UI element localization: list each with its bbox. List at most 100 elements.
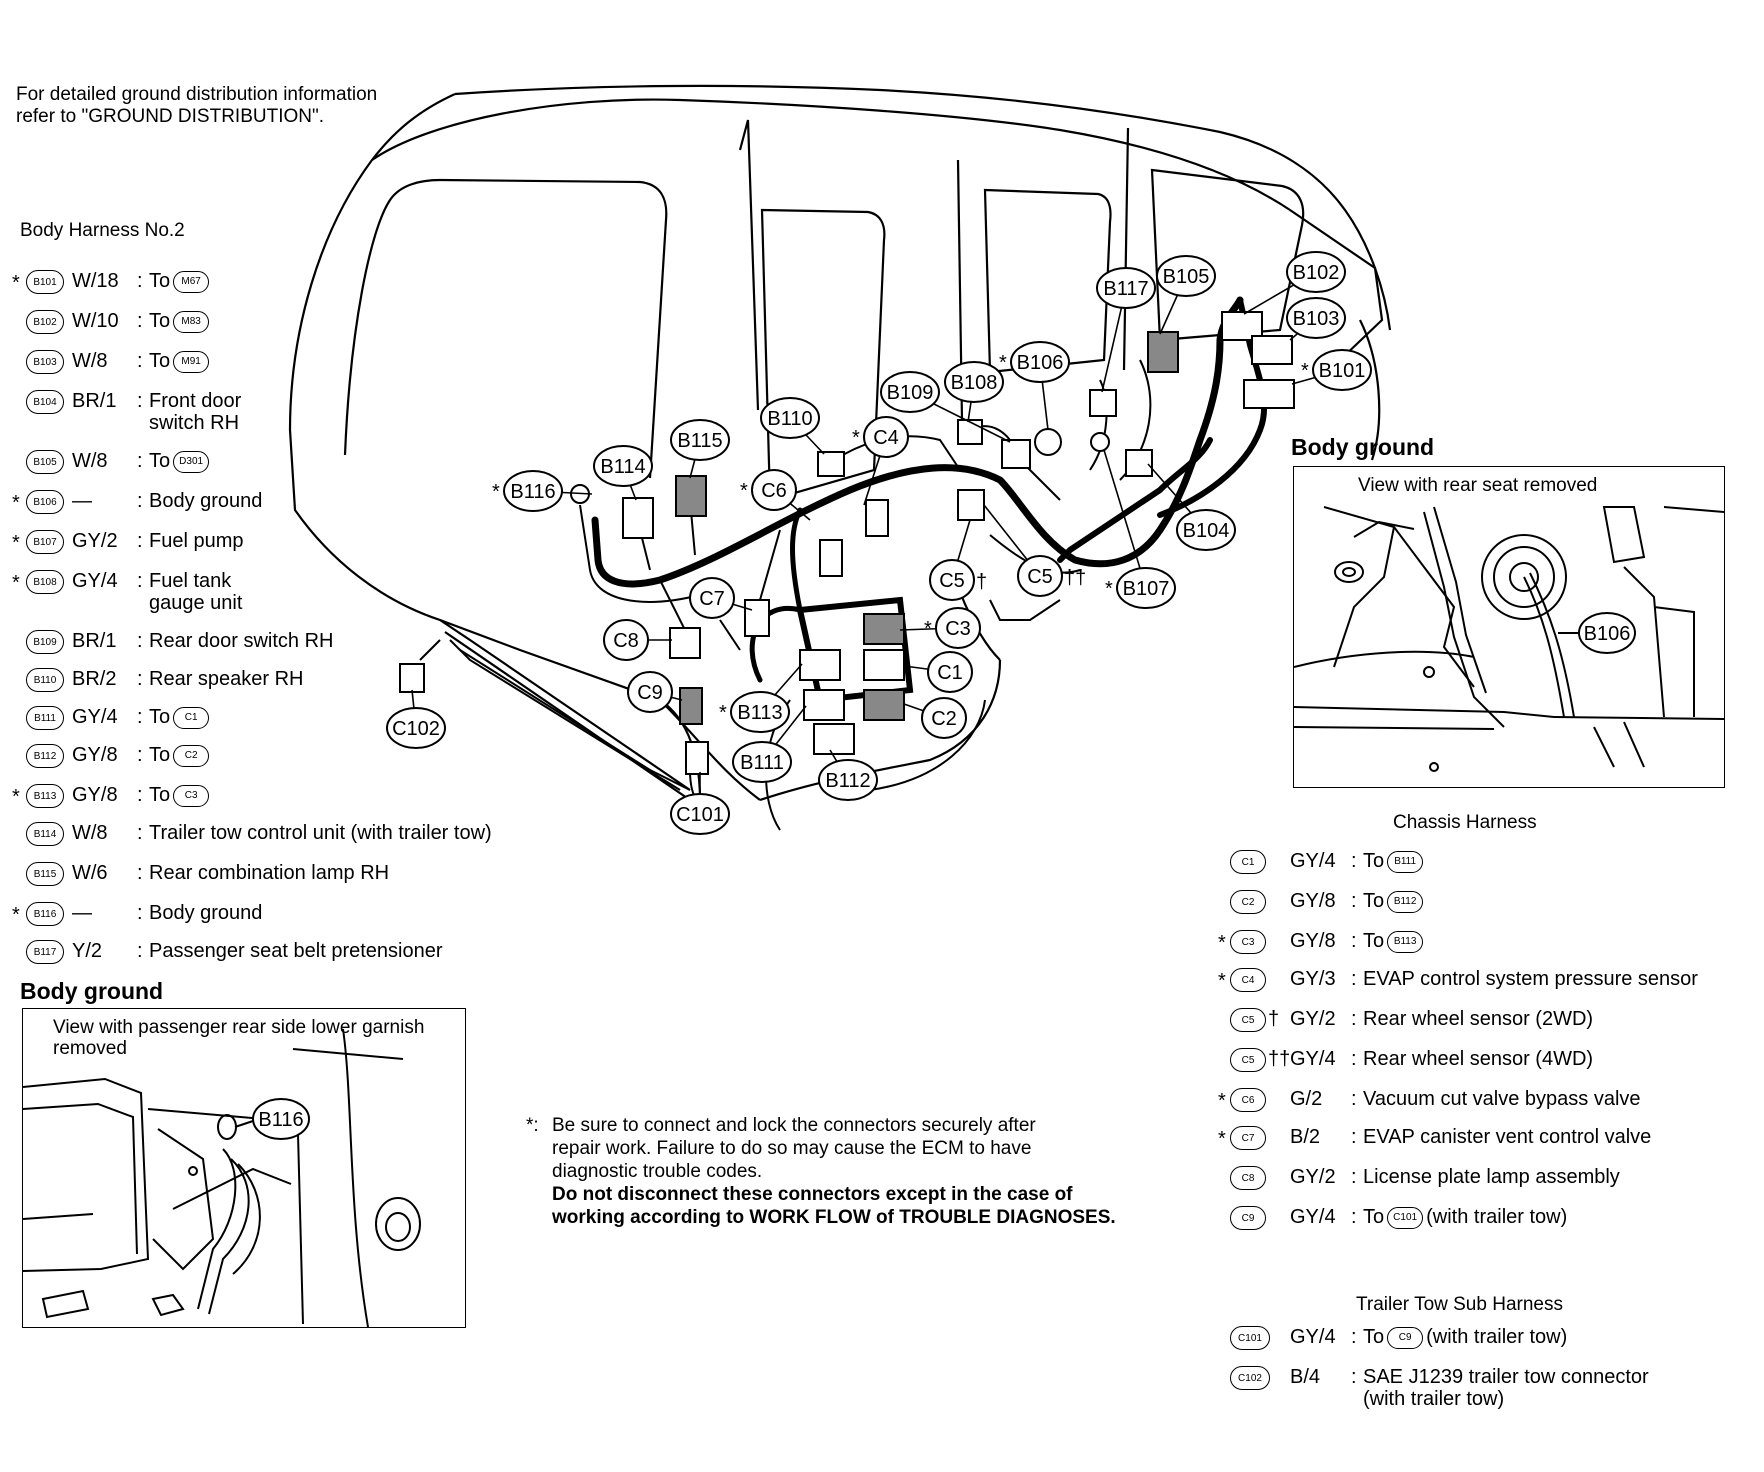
separator: : [137, 744, 143, 766]
connector-spec: GY/2 [1290, 1166, 1336, 1188]
c5-connector [957, 489, 985, 521]
callout-b110: B110 [760, 397, 825, 455]
connector-id-badge: B114 [26, 822, 64, 846]
callout-c1: C1 [903, 651, 973, 693]
callout-label: C2 [931, 708, 957, 730]
connector-id-badge: B117 [26, 940, 64, 964]
callout-c9: C9 [627, 671, 683, 713]
connector-spec: GY/4 [1290, 1326, 1336, 1348]
separator: : [137, 822, 143, 844]
description-text: To [1363, 890, 1385, 912]
warning-line-5: working according to WORK FLOW of TROUBL… [552, 1207, 1116, 1228]
target-connector-badge: C2 [173, 744, 210, 767]
target-connector-badge: B113 [1387, 930, 1424, 953]
variant-dagger: † [1268, 1008, 1280, 1030]
variant-dagger: †† [1268, 1048, 1291, 1070]
callout-bubble [751, 469, 797, 511]
connector-spec: GY/8 [1290, 930, 1336, 952]
callout-bubble [935, 607, 981, 649]
callout-bubble [818, 759, 878, 801]
callout-label: B101 [1319, 360, 1366, 382]
callout-c5b: C5 [983, 504, 1063, 597]
callout-b102: B102 [1243, 251, 1346, 315]
connector-spec: GY/3 [1290, 968, 1336, 990]
callout-bubble [880, 371, 940, 413]
required-star: * [1218, 1128, 1226, 1150]
callout-bubble [732, 741, 792, 783]
callout-label: B109 [887, 382, 934, 404]
connector-spec: G/2 [1290, 1088, 1323, 1110]
callout-c2: C2 [903, 697, 967, 739]
c8-connector [669, 627, 701, 659]
callout-bubble [730, 691, 790, 733]
connector-bodies [399, 311, 1295, 775]
description-text: License plate lamp assembly [1363, 1166, 1620, 1188]
required-star: * [1218, 932, 1226, 954]
callout-bubble [670, 793, 730, 835]
body-ground-right-title: Body ground [1291, 434, 1435, 460]
callout-bubble [1096, 267, 1156, 309]
connector-spec: GY/4 [72, 570, 118, 592]
callout-b114: B114 [593, 445, 653, 501]
callout-label: B107 [1123, 578, 1170, 600]
separator: : [1351, 1166, 1357, 1188]
separator: : [1351, 968, 1357, 990]
callout-label: C102 [392, 718, 440, 740]
description-text: To [1363, 1326, 1385, 1348]
connector-description: EVAP canister vent control valve [1363, 1126, 1651, 1148]
callout-c6: C6* [740, 469, 811, 521]
b105-connector [1147, 331, 1179, 373]
callout-label: C6 [761, 480, 787, 502]
connector-id-badge: B103 [26, 350, 64, 374]
b112-connector [813, 723, 855, 755]
description-text: Fuel pump [149, 530, 244, 552]
required-star: * [12, 572, 20, 594]
c102-connector [399, 663, 425, 693]
b116-callout-label: B116 [258, 1109, 303, 1131]
b110-connector [817, 451, 845, 477]
separator: : [137, 706, 143, 728]
description-text: To [149, 350, 171, 372]
connector-spec: BR/1 [72, 390, 117, 412]
separator: : [1351, 1048, 1357, 1070]
callout-label: B113 [737, 702, 782, 724]
connector-id-badge: C6 [1230, 1088, 1266, 1112]
callout-label: B116 [510, 481, 555, 503]
connector-id-badge: B102 [26, 310, 64, 334]
callout-required-star: * [492, 481, 500, 503]
connector-spec: BR/1 [72, 630, 117, 652]
description-continued: switch RH [149, 412, 240, 434]
connector-warning: *: Be sure to connect and lock the conne… [526, 1114, 1116, 1229]
separator: : [1351, 1326, 1357, 1348]
b108-connector [957, 419, 983, 445]
connector-id-badge: C1 [1230, 850, 1266, 874]
b107-terminal [1090, 432, 1110, 452]
separator: : [1351, 1206, 1357, 1228]
callout-label: C101 [676, 804, 724, 826]
connector-id-badge: B111 [26, 706, 64, 730]
description-text: To [149, 450, 171, 472]
connector-id-badge: B105 [26, 450, 64, 474]
callout-label: C4 [873, 427, 899, 449]
callout-required-star: * [1105, 578, 1113, 600]
callout-bubble [1156, 255, 1216, 297]
connector-description: Passenger seat belt pretensioner [149, 940, 443, 962]
target-connector-badge: C9 [1387, 1326, 1424, 1349]
b117-connector [1089, 389, 1117, 417]
connector-spec: BR/2 [72, 668, 117, 690]
description-text: Rear wheel sensor (4WD) [1363, 1048, 1594, 1070]
separator: : [137, 862, 143, 884]
callout-required-star: * [1301, 360, 1309, 382]
connector-description: Rear wheel sensor (4WD) [1363, 1048, 1593, 1070]
warning-line-2: repair work. Failure to do so may cause … [552, 1138, 1032, 1159]
description-continued: (with trailer tow) [1363, 1388, 1505, 1410]
connector-id-badge: B113 [26, 784, 64, 808]
connector-id-badge: B104 [26, 390, 64, 414]
target-connector-badge: C101 [1387, 1206, 1424, 1229]
